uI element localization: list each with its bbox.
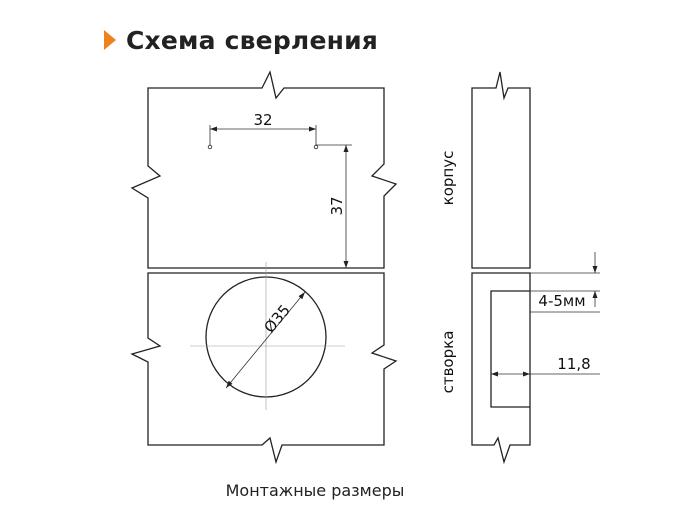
arrow-11-8-left bbox=[491, 371, 498, 377]
dim-35-line bbox=[225, 291, 306, 389]
caption: Монтажные размеры bbox=[225, 481, 405, 500]
dim-32-label: 32 bbox=[253, 111, 272, 129]
arrow-35-bottom bbox=[226, 380, 233, 388]
dim-35-label: Ø35 bbox=[260, 301, 294, 336]
hole-mark-right bbox=[313, 144, 319, 150]
title-block: Схема сверления bbox=[104, 22, 378, 58]
cup-recess-profile bbox=[490, 290, 530, 408]
hole-mark-left bbox=[207, 144, 213, 150]
orange-arrow-icon bbox=[104, 30, 116, 50]
arrow-35-top bbox=[298, 292, 305, 300]
arrow-11-8-right bbox=[523, 371, 530, 377]
dim-37-label: 37 bbox=[328, 196, 346, 215]
arrow-32-left bbox=[210, 126, 217, 132]
stvorka-panel-front bbox=[130, 272, 398, 465]
arrow-32-right bbox=[309, 126, 316, 132]
arrow-37-bottom bbox=[343, 261, 349, 268]
page-title: Схема сверления bbox=[126, 25, 379, 55]
dim-4-5-label: 4-5мм bbox=[538, 292, 585, 310]
stvorka-label: створка bbox=[439, 331, 457, 394]
korpus-label: корпус bbox=[439, 151, 457, 206]
arrow-4-5-bottom bbox=[592, 291, 598, 298]
arrow-4-5-top bbox=[592, 266, 598, 273]
arrow-37-top bbox=[343, 145, 349, 152]
stvorka-panel-side bbox=[471, 272, 531, 465]
korpus-panel-side bbox=[471, 71, 531, 269]
korpus-panel-front bbox=[130, 70, 398, 269]
dim-11-8-label: 11,8 bbox=[557, 355, 590, 373]
